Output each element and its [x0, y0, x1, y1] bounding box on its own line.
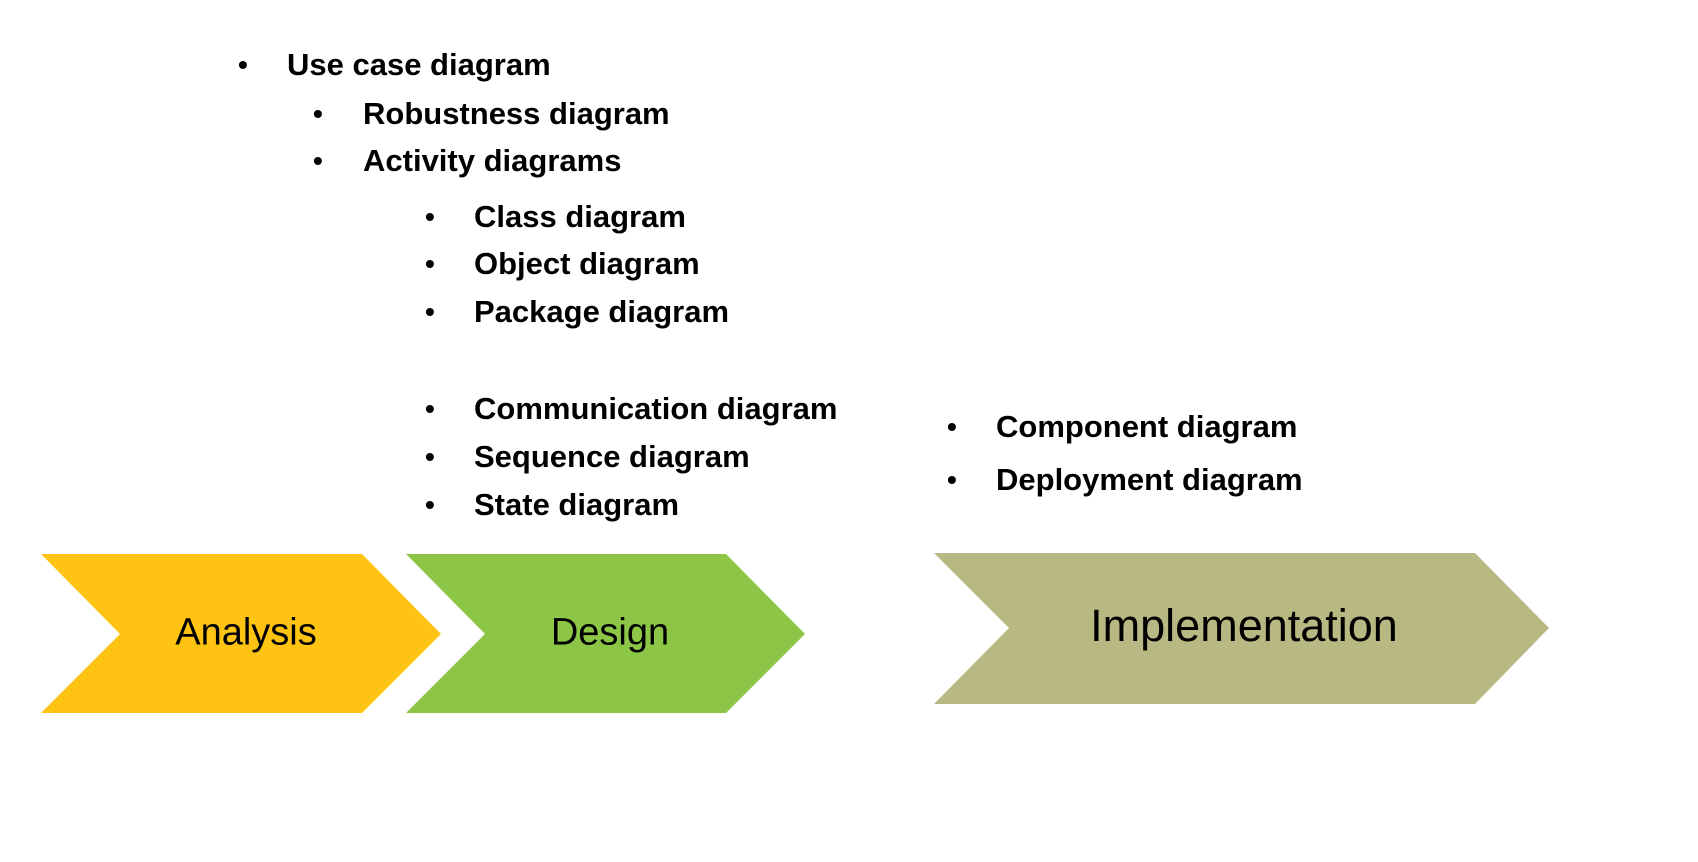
design-label: Design	[550, 611, 670, 654]
bullet: •	[425, 489, 435, 520]
list-item: Robustness diagram	[363, 96, 670, 131]
implementation-chevron	[934, 553, 1549, 704]
bullet: •	[238, 49, 248, 80]
analysis-chevron	[41, 554, 441, 713]
list-item: State diagram	[474, 487, 680, 522]
list-item: Sequence diagram	[474, 439, 750, 474]
list-item: Use case diagram	[287, 47, 551, 82]
bullet: •	[947, 411, 957, 442]
list-item: Communication diagram	[474, 391, 838, 426]
list-item: Object diagram	[474, 246, 700, 281]
bullet: •	[425, 441, 435, 472]
list-item: Package diagram	[474, 294, 730, 329]
analysis-label: Analysis	[175, 611, 317, 654]
list-item: Deployment diagram	[996, 462, 1303, 497]
list-item: Activity diagrams	[363, 143, 622, 178]
design-chevron	[406, 554, 805, 713]
bullet: •	[425, 393, 435, 424]
bullet: •	[425, 248, 435, 279]
bullet: •	[425, 296, 435, 327]
bullet: •	[425, 201, 435, 232]
bullet: •	[313, 98, 323, 129]
implementation-label: Implementation	[1090, 600, 1398, 651]
bullet: •	[313, 145, 323, 176]
bullet: •	[947, 464, 957, 495]
list-item: Component diagram	[996, 409, 1298, 444]
list-item: Class diagram	[474, 199, 686, 234]
